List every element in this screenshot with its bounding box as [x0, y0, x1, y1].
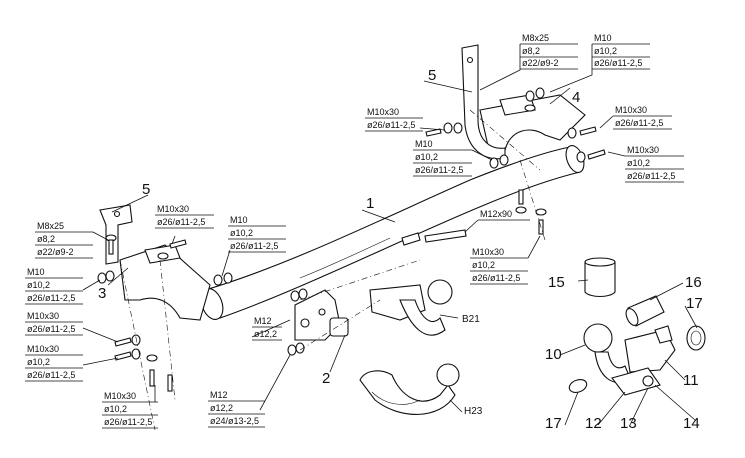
towball-h23: [359, 363, 460, 415]
spec-line: ø10,2: [27, 280, 50, 290]
spec-line: M10x30: [615, 105, 647, 115]
spec-right-bolt-mid: M10x30 ø10,2 ø26/ø11-2,5: [627, 145, 675, 181]
detachable-towball: [583, 323, 676, 396]
spec-line: M12x90: [480, 209, 512, 219]
part-number-13: 13: [620, 415, 637, 432]
part-numbers: 1 2 3 4 5 5 10 11 12 13 14 15 16 17 17: [98, 67, 703, 432]
spec-line: M10x30: [27, 311, 59, 321]
variant-labels: B21 H23: [462, 314, 483, 417]
spec-line: ø10,2: [594, 46, 617, 56]
spec-left-m8: M8x25 ø8,2 ø22/ø9-2: [37, 221, 74, 257]
sleeve-16: [625, 295, 665, 327]
spec-left-nut: M10 ø10,2 ø26/ø11-2,5: [27, 267, 75, 303]
spec-m12-small: M12 ø12,2: [254, 316, 277, 339]
cap-17-right: [686, 325, 706, 351]
spec-lower-right-bolt: M10x30 ø10,2 ø26/ø11-2,5: [472, 247, 520, 283]
spec-line: M10: [594, 33, 612, 43]
spec-m12x90: M12x90: [480, 209, 512, 219]
spec-line: M12: [210, 390, 228, 400]
spec-line: ø10,2: [104, 404, 127, 414]
variant-b21: B21: [462, 314, 480, 325]
spec-line: ø26/ø11-2,5: [594, 58, 642, 68]
spec-line: ø26/ø11-2,5: [27, 324, 75, 334]
spec-line: M10x30: [27, 344, 59, 354]
spec-left-bolt-b: M10x30 ø10,2 ø26/ø11-2,5: [27, 344, 75, 380]
spec-line: ø10,2: [472, 260, 495, 270]
spec-line: ø10,2: [627, 158, 650, 168]
spec-line: ø26/ø11-2,5: [367, 120, 415, 130]
spec-line: ø26/ø11-2,5: [104, 417, 152, 427]
spec-line: ø12,2: [254, 329, 277, 339]
spec-line: M8x25: [37, 221, 64, 231]
part-number-3: 3: [98, 285, 106, 302]
spec-line: M10x30: [627, 145, 659, 155]
spec-line: M10x30: [104, 391, 136, 401]
part-number-10: 10: [545, 346, 562, 363]
cap-17-left: [568, 379, 588, 393]
spec-line: ø26/ø11-2,5: [615, 118, 663, 128]
spec-line: ø22/ø9-2: [522, 58, 559, 68]
spec-line: M10: [230, 215, 248, 225]
spec-left-m10: M10 ø10,2 ø26/ø11-2,5: [230, 215, 278, 251]
spec-left-m10x30-top: M10x30 ø26/ø11-2,5: [157, 204, 205, 227]
part-number-12: 12: [585, 415, 602, 432]
spec-center-nut: M10 ø10,2 ø26/ø11-2,5: [415, 139, 463, 175]
part-number-15: 15: [548, 274, 565, 291]
spec-upper-mid-bolt: M10x30 ø26/ø11-2,5: [367, 107, 415, 130]
spec-left-bolt-a: M10x30 ø26/ø11-2,5: [27, 311, 75, 334]
spec-line: ø10,2: [415, 152, 438, 162]
part-number-5-top: 5: [428, 67, 436, 84]
part-number-17-left: 17: [545, 415, 562, 432]
spec-line: ø26/ø11-2,5: [230, 241, 278, 251]
socket-cover-15: [584, 257, 616, 298]
spec-line: ø24/ø13-2,5: [210, 416, 259, 426]
spec-top-center: M8x25 ø8,2 ø22/ø9-2: [522, 33, 559, 68]
spec-underlines: [25, 56, 684, 429]
spec-line: M10: [415, 139, 433, 149]
spec-line: ø10,2: [230, 228, 253, 238]
spec-bottom-left-bolt: M10x30 ø10,2 ø26/ø11-2,5: [104, 391, 152, 427]
spec-line: M10: [27, 267, 45, 277]
spec-line: ø8,2: [522, 46, 540, 56]
part-number-16: 16: [685, 274, 702, 291]
spec-line: ø26/ø11-2,5: [415, 165, 463, 175]
spec-right-bolt-upper: M10x30 ø26/ø11-2,5: [615, 105, 663, 128]
spec-line: ø26/ø11-2,5: [157, 217, 205, 227]
part-number-4: 4: [572, 89, 580, 106]
part-number-5-left: 5: [142, 181, 150, 198]
part-number-2: 2: [322, 370, 330, 387]
crossbar-tube: [200, 145, 585, 320]
part-number-17-right: 17: [686, 295, 703, 312]
spec-line: ø26/ø11-2,5: [27, 293, 75, 303]
spec-line: M10x30: [472, 247, 504, 257]
spec-line: M10x30: [367, 107, 399, 117]
spec-line: ø12,2: [210, 403, 233, 413]
spec-line: ø10,2: [27, 357, 50, 367]
spec-line: M8x25: [522, 33, 549, 43]
variant-h23: H23: [464, 406, 483, 417]
spec-top-right: M10 ø10,2 ø26/ø11-2,5: [594, 33, 642, 68]
left-strap: [99, 204, 133, 265]
part-number-14: 14: [683, 415, 700, 432]
leader-lines: [25, 43, 698, 426]
mounting-plate: [294, 289, 349, 341]
spec-line: ø26/ø11-2,5: [27, 370, 75, 380]
right-strap: [461, 44, 506, 160]
hardware: [97, 87, 606, 392]
spec-line: ø26/ø11-2,5: [472, 273, 520, 283]
spec-line: ø8,2: [37, 234, 55, 244]
left-bracket: [119, 244, 211, 321]
spec-m12-bottom: M12 ø12,2 ø24/ø13-2,5: [210, 390, 259, 426]
spec-line: ø26/ø11-2,5: [627, 171, 675, 181]
spec-line: ø22/ø9-2: [37, 247, 74, 257]
towball-b21: [369, 279, 453, 336]
spec-line: M12: [254, 316, 272, 326]
part-number-11: 11: [683, 372, 699, 389]
spec-line: M10x30: [157, 204, 189, 214]
part-number-1: 1: [366, 195, 374, 212]
